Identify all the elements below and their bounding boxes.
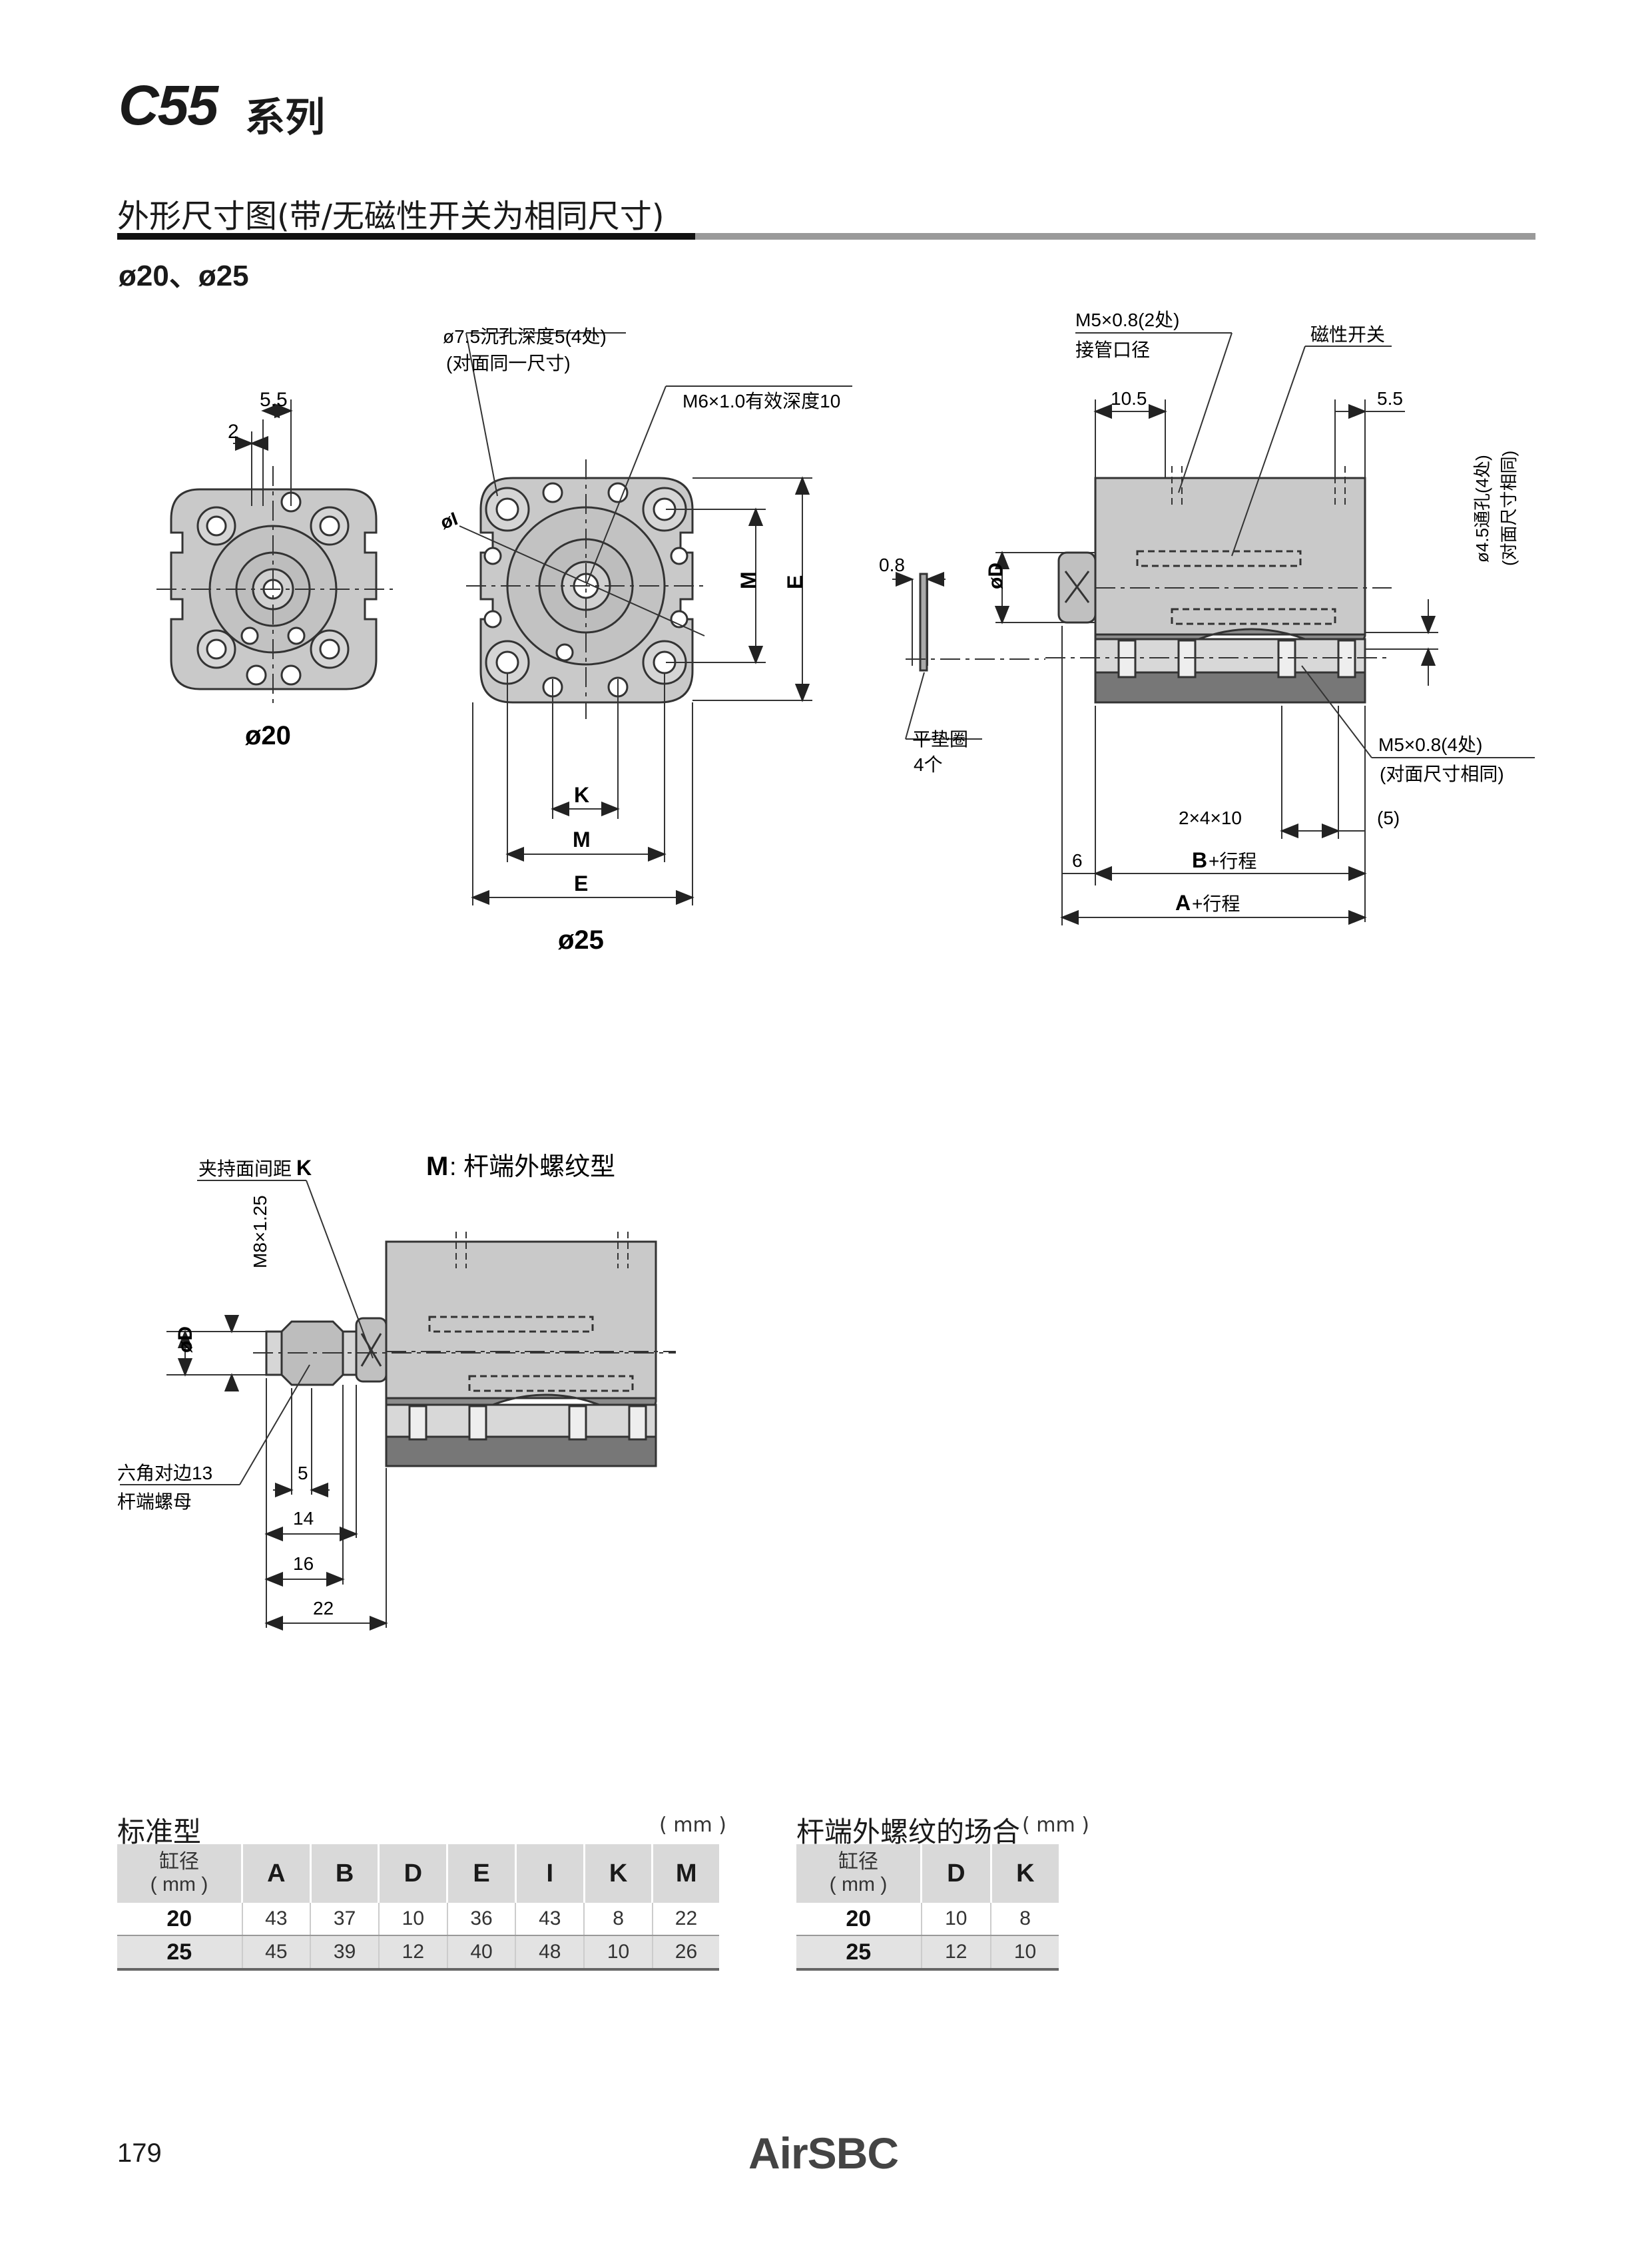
note-washer-1: 平垫圈 [912,729,968,750]
note-hex-2: 杆端螺母 [117,1491,192,1512]
label-dim-a: A [1175,891,1191,915]
col-k: K [991,1844,1059,1903]
label-phi-d-rod: øD [174,1326,196,1353]
note-through-hole-2: (对面尺寸相同) [1499,451,1519,566]
label-dim-m: M [573,828,591,852]
table-row: 25 12 10 [796,1935,1059,1971]
dim-0-8: 0.8 [879,555,905,575]
series-title: C55 [119,74,218,136]
rod-end-title-m: M [426,1152,448,1181]
note-port-2: 接管口径 [1075,340,1150,360]
note-thread-depth: M6×1.0有效深度10 [683,391,840,411]
note-counterbore-1: ø7.5沉孔深度5(4处) [443,326,607,347]
dim-14-rod: 14 [293,1508,314,1529]
note-magnetic-switch: 磁性开关 [1310,324,1385,345]
dim-6: 6 [1072,850,1083,871]
rod-end-title: : 杆端外螺纹型 [449,1153,615,1181]
table-standard-bore-header: 缸径( mm ) [117,1844,243,1903]
note-thread-4-2: (对面尺寸相同) [1380,764,1504,784]
dim-10-5: 10.5 [1111,388,1147,409]
col-i: I [515,1844,585,1903]
heading-rule-dark [117,233,695,240]
note-port-1: M5×0.8(2处) [1075,310,1179,330]
col-d: D [921,1844,992,1903]
section-heading: 外形尺寸图(带/无磁性开关为相同尺寸) [117,198,665,235]
label-dim-e-vertical: E [783,575,807,589]
note-clamp-k: K [296,1156,312,1180]
col-d: D [378,1844,449,1903]
caption-bore-25: ø25 [558,925,604,955]
dim-5-rod: 5 [298,1463,308,1483]
table-standard-unit: ( mm ) [659,1814,726,1837]
label-phi-i: øI [437,508,460,533]
col-a: A [242,1844,312,1903]
table-male-thread-unit: ( mm ) [1022,1814,1089,1837]
table-male-thread-caption: 杆端外螺纹的场合 [796,1816,1021,1848]
dim-2-left: 2 [228,421,239,443]
table-male-thread: 缸径( mm ) D K 20 10 8 25 12 10 [796,1844,1059,1971]
label-dim-b-stroke: +行程 [1209,851,1256,872]
dim-5-5-left: 5.5 [260,389,288,411]
note-washer-2: 4个 [914,754,943,775]
dim-2x4x10: 2×4×10 [1179,808,1242,828]
side-view [919,477,1366,704]
caption-bore-20: ø20 [245,721,291,750]
note-counterbore-2: (对面同一尺寸) [446,353,571,374]
rod-end-male-thread-view [265,1240,657,1467]
dim-16-rod: 16 [293,1553,314,1574]
col-k: K [584,1844,654,1903]
label-dim-k: K [574,783,589,807]
dim-5-paren: (5) [1377,808,1400,828]
note-hex-1: 六角对边13 [117,1463,212,1483]
label-dim-e: E [574,872,588,895]
label-dim-m-vertical: M [736,571,760,589]
label-phi-d: øD [985,563,1007,589]
table-male-thread-bore-header: 缸径( mm ) [796,1844,922,1903]
note-thread-m8: M8×1.25 [250,1195,270,1268]
page-number: 179 [117,2138,162,2168]
note-clamp-width: 夹持面间距 [198,1158,292,1179]
table-row: 25 45 39 12 40 48 10 26 [117,1935,719,1971]
label-dim-a-stroke: +行程 [1192,893,1240,914]
table-row: 20 10 8 [796,1903,1059,1936]
col-e: E [447,1844,517,1903]
series-suffix: 系列 [245,95,325,141]
label-dim-b: B [1192,848,1207,872]
dim-22-rod: 22 [313,1598,334,1618]
note-through-hole-1: ø4.5通孔(4处) [1472,455,1492,563]
dim-5-5-right: 5.5 [1377,388,1403,409]
heading-rule-gray [695,233,1535,240]
col-b: B [310,1844,380,1903]
table-standard: 缸径( mm ) A B D E I K M 20 43 37 10 36 43… [117,1844,719,1971]
bore-size-label: ø20、ø25 [119,260,249,292]
brand-logo: AirSBC [748,2128,899,2178]
table-row: 20 43 37 10 36 43 8 22 [117,1903,719,1936]
table-standard-caption: 标准型 [117,1816,202,1848]
col-m: M [652,1844,719,1903]
note-thread-4-1: M5×0.8(4处) [1378,734,1482,755]
